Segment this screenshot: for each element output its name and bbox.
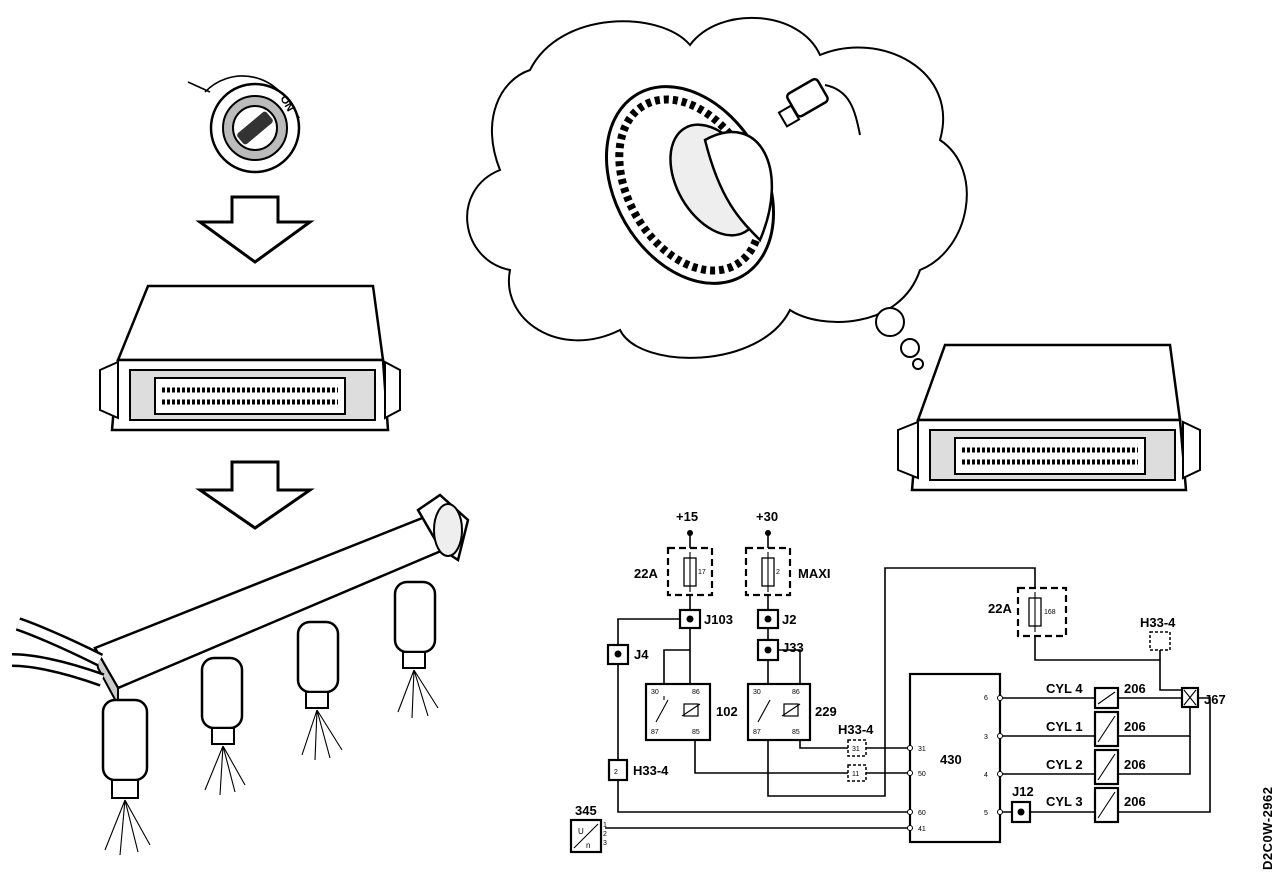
ecu-pin-4: 4	[984, 772, 988, 779]
junction-j67: J67	[1180, 686, 1226, 709]
relay-229-pin-30: 30	[753, 689, 761, 696]
junction-j33-label: J33	[782, 640, 804, 655]
ecu-pin-31: 31	[918, 746, 926, 753]
relay-102-pin-86: 86	[692, 689, 700, 696]
ecu-unit-right-icon	[897, 343, 1201, 492]
junction-j2: J2	[756, 608, 796, 630]
ecu-pin-50: 50	[918, 771, 926, 778]
relay-102-pin-85: 85	[692, 729, 700, 736]
ecu-pin-5: 5	[984, 810, 988, 817]
injector-nozzle-3-icon	[296, 620, 343, 761]
injector-cyl2: CYL 2 206	[1046, 748, 1146, 786]
relay-229-pin-87: 87	[753, 729, 761, 736]
injector-nozzle-4-icon	[393, 580, 439, 719]
injector-cyl3: CYL 3 206	[1046, 786, 1146, 824]
svg-text:U: U	[578, 827, 584, 836]
connector-h33-4-middle-label: H33-4	[838, 722, 874, 737]
ecu-430: 430 31 50 60 41 6 3 4 5	[907, 672, 1003, 844]
flow-arrow-1-icon	[195, 195, 315, 264]
fuse-22a-label: 22A	[634, 566, 658, 581]
svg-text:n: n	[586, 841, 590, 850]
connector-pin-31: 31	[852, 746, 860, 753]
injector-cyl2-label: CYL 2	[1046, 757, 1083, 772]
fuse-maxi: 2 MAXI	[744, 546, 831, 597]
connector-pin-11: 11	[852, 771, 859, 778]
sensor-pin-3: 3	[603, 840, 607, 847]
flow-arrow-2-icon	[195, 460, 315, 530]
junction-j4-label: J4	[634, 647, 649, 662]
fuse-pin-2: 2	[776, 569, 780, 576]
injector-cyl3-ref: 206	[1124, 794, 1146, 809]
relay-229: 30 86 87 85 229	[746, 682, 837, 742]
drawing-code: D2C0W-2962	[1260, 787, 1275, 871]
relay-229-label: 229	[815, 704, 837, 719]
fuel-rail-icon	[11, 493, 470, 706]
relay-102-pin-87: 87	[651, 729, 659, 736]
fuse-maxi-label: MAXI	[798, 566, 831, 581]
connector-h33-4-right: H33-4	[1140, 615, 1176, 651]
sensor-pin-1: 1	[603, 822, 607, 829]
ecu-430-label: 430	[940, 752, 962, 767]
fuse-22a-2-label: 22A	[988, 601, 1012, 616]
junction-j12: J12	[1010, 784, 1034, 824]
injector-nozzle-2-icon	[200, 656, 246, 796]
supply-plus30-label: +30	[756, 509, 778, 524]
supply-plus15-label: +15	[676, 509, 698, 524]
sensor-pin-2: 2	[603, 831, 607, 838]
junction-j4: J4	[606, 643, 649, 666]
ecu-pin-3: 3	[984, 734, 988, 741]
relay-229-pin-85: 85	[792, 729, 800, 736]
relay-102-label: 102	[716, 704, 738, 719]
junction-j103: J103	[678, 608, 733, 630]
sensor-345-label: 345	[575, 803, 597, 818]
fuse-22a-168: 168 22A	[988, 586, 1068, 638]
flywheel-target-wheel-icon	[604, 85, 776, 285]
ecu-pin-41: 41	[918, 826, 926, 833]
injector-cyl2-ref: 206	[1124, 757, 1146, 772]
fuse-pin-17: 17	[698, 569, 706, 576]
junction-j12-label: J12	[1012, 784, 1034, 799]
connector-h33-4-left-label: H33-4	[633, 763, 669, 778]
junction-j2-label: J2	[782, 612, 796, 627]
injector-cyl1: CYL 1 206	[1046, 710, 1146, 748]
connector-h33-4-middle: 31 11 H33-4	[838, 722, 874, 782]
injector-cyl1-ref: 206	[1124, 719, 1146, 734]
connector-left-pin: 2	[614, 769, 618, 776]
connector-h33-4-left: 2 H33-4	[607, 758, 669, 782]
fuse-pin-168: 168	[1044, 609, 1056, 616]
ecu-unit-left-icon	[99, 284, 401, 432]
injector-cyl1-label: CYL 1	[1046, 719, 1083, 734]
ignition-key-icon: ON	[187, 75, 301, 174]
relay-229-pin-86: 86	[792, 689, 800, 696]
connector-h33-4-right-label: H33-4	[1140, 615, 1176, 630]
fuse-22a-17: 17 22A	[634, 546, 714, 597]
injector-nozzle-1-icon	[101, 698, 151, 856]
ecu-pin-6: 6	[984, 695, 988, 702]
relay-102: 30 86 87 85 102	[644, 682, 738, 742]
ecu-pin-60: 60	[918, 810, 926, 817]
injector-cyl4-ref: 206	[1124, 681, 1146, 696]
injector-cyl4-label: CYL 4	[1046, 681, 1083, 696]
junction-j67-label: J67	[1204, 692, 1226, 707]
junction-j33: J33	[756, 638, 804, 662]
injector-cyl4: CYL 4 206	[1046, 681, 1146, 710]
injector-cyl3-label: CYL 3	[1046, 794, 1083, 809]
relay-102-pin-30: 30	[651, 689, 659, 696]
sensor-345: U n 345 1 2 3	[569, 803, 607, 854]
junction-j103-label: J103	[704, 612, 733, 627]
crank-sensor-icon	[777, 77, 861, 136]
